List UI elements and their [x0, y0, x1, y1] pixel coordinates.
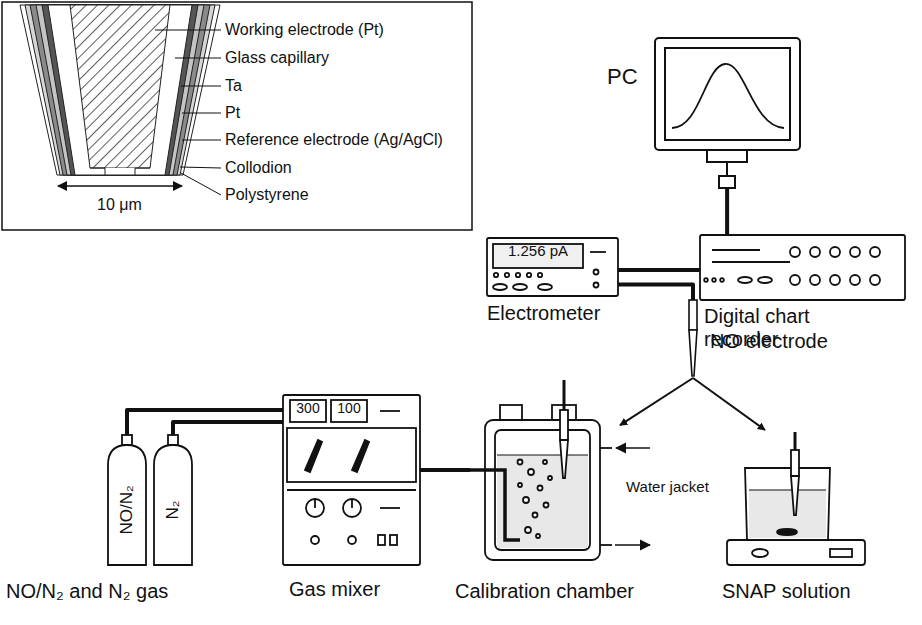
cable-line	[618, 284, 693, 300]
cylinder-label: NO/N₂	[117, 486, 137, 535]
calibration-chamber-vessel	[470, 380, 612, 560]
cable-line	[420, 468, 470, 472]
electrode-section	[20, 5, 220, 175]
device-label: Gas mixer	[289, 578, 380, 601]
water-jacket-arrows	[615, 448, 650, 545]
leader-lines	[155, 30, 221, 195]
cable-line	[127, 410, 283, 435]
no-electrode: NO electrode	[686, 300, 700, 378]
gas-cylinder: N₂	[154, 435, 192, 565]
cylinder-label: N₂	[163, 501, 183, 520]
display-value: 100	[331, 400, 367, 416]
chart-recorder-device	[700, 235, 905, 300]
note-label: NO/N₂ and N₂ gas	[6, 580, 168, 603]
device-label: NO electrode	[710, 330, 828, 353]
device-label: Calibration chamber	[455, 580, 634, 603]
cable-line	[725, 188, 729, 235]
dimension-arrow	[58, 185, 182, 187]
snap-beaker-stirrer	[727, 432, 865, 565]
electrometer: 1.256 pAElectrometer	[487, 238, 618, 296]
part-label: Pt	[225, 104, 240, 122]
pc-monitor	[655, 38, 800, 188]
pointer-arrow	[693, 378, 765, 430]
cable-line	[173, 422, 283, 435]
display-value: 300	[290, 400, 326, 416]
gas-mixer: 300100Gas mixer	[283, 395, 420, 565]
cable-line	[618, 268, 700, 272]
gas-cylinder: NO/N₂	[108, 435, 146, 565]
no-electrode-probe	[689, 300, 697, 376]
part-label: Glass capillary	[225, 49, 329, 67]
pointer-arrow	[620, 378, 693, 425]
calibration-chamber: Calibration chamber	[470, 400, 620, 568]
snap-solution: SNAP solution	[720, 430, 870, 568]
gas-cylinders	[108, 435, 192, 565]
electrometer-device	[487, 238, 618, 296]
note-label: Water jacket	[626, 478, 709, 495]
part-label: Ta	[225, 77, 242, 95]
pc: PC	[655, 38, 800, 188]
display-value: 1.256 pA	[493, 242, 583, 259]
part-label: Working electrode (Pt)	[225, 21, 384, 39]
part-label: Reference electrode (Ag/AgCl)	[225, 131, 443, 149]
device-label: SNAP solution	[722, 580, 851, 603]
device-label: PC	[607, 64, 638, 89]
part-label: Collodion	[225, 159, 292, 177]
gas-mixer-device	[283, 395, 420, 565]
part-label: Polystyrene	[225, 186, 309, 204]
device-label: Electrometer	[487, 302, 600, 325]
chart-recorder: Digital chart recorder	[700, 235, 905, 300]
inset-frame	[2, 2, 472, 230]
part-label: 10 μm	[95, 196, 144, 214]
